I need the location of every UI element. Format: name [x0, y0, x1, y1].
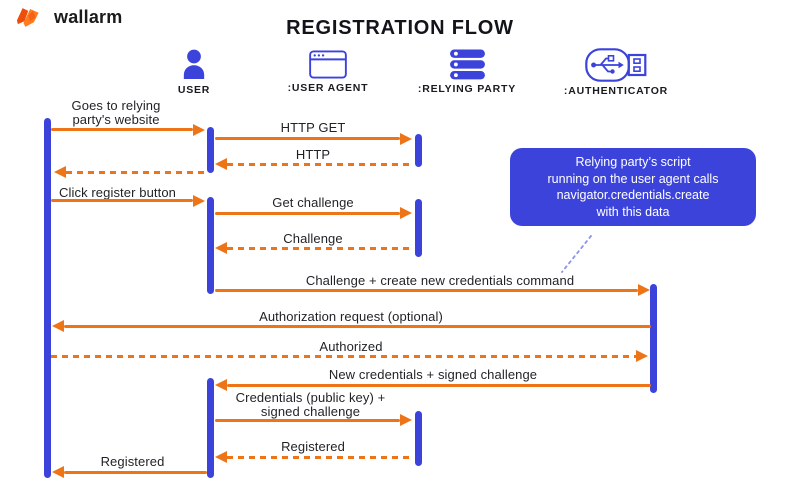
user-agent-activation-2	[207, 197, 214, 294]
arrow-line	[215, 418, 400, 422]
arrow-line	[215, 288, 638, 292]
message-label: HTTP	[295, 147, 331, 162]
user-icon	[183, 49, 205, 80]
callout-line: with this data	[596, 204, 670, 219]
actor-user-agent: :USER AGENT	[278, 50, 378, 94]
relying-party-activation-2	[415, 199, 422, 257]
arrowhead	[215, 158, 227, 170]
arrowhead	[193, 194, 205, 207]
browser-icon	[309, 50, 347, 79]
callout-line: navigator.credentials.create	[556, 188, 710, 202]
arrowhead	[636, 350, 648, 362]
message-label: Authorization request (optional)	[259, 309, 443, 324]
arrow-line	[227, 383, 651, 387]
actor-user-agent-label: :USER AGENT	[287, 82, 369, 94]
arrow-line	[227, 246, 414, 250]
arrowhead	[638, 284, 650, 296]
user-agent-activation-3	[207, 378, 214, 478]
actor-relying-party: :RELYING PARTY	[407, 49, 527, 95]
message-label: Challenge	[283, 231, 343, 246]
arrow-line	[215, 137, 400, 140]
arrowhead	[400, 132, 412, 145]
arrowhead	[52, 320, 64, 332]
relying-party-activation-3	[415, 411, 422, 466]
message-label: Get challenge	[272, 195, 354, 210]
callout-line: Relying party’s script	[575, 155, 691, 169]
actor-user: USER	[149, 47, 239, 96]
message-label: Challenge + create new credentials comma…	[305, 273, 575, 288]
callout-line: running on the user agent calls	[547, 171, 719, 186]
arrowhead	[400, 414, 412, 426]
arrowhead	[215, 451, 227, 463]
arrow-line	[64, 324, 651, 328]
actor-authenticator: :AUTHENTICATOR	[551, 48, 681, 97]
callout-note: Relying party’s script running on the us…	[510, 148, 756, 226]
arrowhead	[54, 166, 66, 178]
arrow-line	[227, 455, 414, 459]
arrowhead	[52, 466, 64, 478]
wallarm-logo: wallarm	[16, 6, 122, 29]
message-label: New credentials + signed challenge	[328, 367, 538, 382]
actor-relying-party-label: :RELYING PARTY	[417, 83, 517, 95]
user-lifeline	[44, 118, 51, 478]
message-label: Registered	[100, 454, 165, 469]
arrow-line	[51, 128, 193, 131]
message-label: Goes to relying party's website	[71, 98, 161, 128]
actor-user-label: USER	[177, 84, 211, 96]
callout-connector-line	[561, 235, 592, 273]
arrow-line	[227, 162, 414, 166]
arrow-line	[64, 470, 207, 474]
authenticator-activation	[650, 284, 657, 393]
user-agent-activation-1	[207, 127, 214, 173]
page-title: REGISTRATION FLOW	[286, 17, 514, 39]
message-label: Click register button	[59, 185, 176, 200]
message-label: Registered	[281, 439, 345, 454]
arrow-line	[51, 199, 193, 202]
wallarm-logo-icon	[16, 8, 39, 27]
arrowhead	[193, 123, 205, 136]
wallarm-logo-text: wallarm	[54, 7, 123, 27]
message-label: Credentials (public key) + signed challe…	[235, 390, 386, 420]
usb-key-icon	[585, 48, 647, 82]
relying-party-activation-1	[415, 134, 422, 167]
arrow-line	[215, 211, 400, 215]
arrowhead	[215, 242, 227, 254]
message-label: HTTP GET	[280, 120, 346, 135]
arrow-line	[66, 170, 207, 174]
arrowhead	[215, 379, 227, 391]
message-label: Authorized	[319, 339, 383, 354]
arrow-line	[51, 354, 636, 358]
server-icon	[449, 49, 485, 80]
actor-authenticator-label: :AUTHENTICATOR	[563, 85, 669, 97]
arrowhead	[400, 207, 412, 219]
